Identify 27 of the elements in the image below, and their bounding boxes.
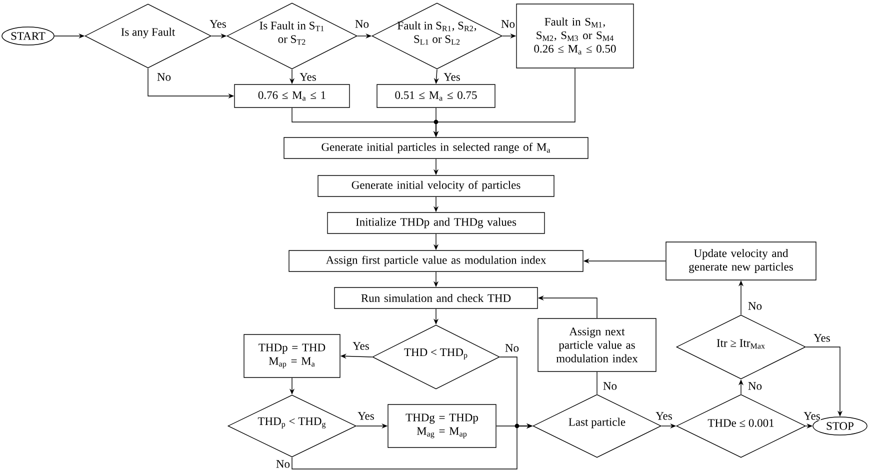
terminal-oval: START (2, 26, 54, 46)
process-box: THDp = THD M$_{ap}$ = M$_{a}$ (244, 334, 340, 378)
process-box: 0.51 ≤ M$_{a}$ ≤ 0.75 (376, 84, 496, 108)
process-box: Assign first particle value as modulation index (288, 250, 584, 272)
edge-label: No (504, 344, 520, 352)
process-box: Generate initial particles in selected range of M$_{a}$ (284, 137, 588, 159)
edge-label: Yes (299, 72, 317, 82)
edge-label: Yes (209, 20, 227, 28)
process-box: Initialize THDp and THDg values (327, 212, 545, 234)
edge-label: No (275, 460, 291, 468)
edge-label: Yes (443, 72, 461, 82)
edge-label: No (747, 382, 763, 390)
edge-label: Yes (803, 412, 821, 420)
edge-label: No (602, 382, 618, 390)
edge-label: Yes (813, 334, 831, 342)
process-box: Assign next particle value as modulation index (538, 318, 656, 372)
edge-label: Yes (352, 342, 370, 350)
process-box: THDg = THDp M$_{ag}$ = M$_{ap}$ (388, 404, 496, 448)
process-box: Run simulation and check THD (334, 287, 538, 309)
edge-label: No (156, 72, 172, 82)
process-box: Fault in S$_{M1}$, S$_{M2}$, S$_{M3}$ or S$_{M4}$ 0.26 ≤ M$_{a}$ ≤ 0.50 (516, 4, 634, 68)
process-box: Generate initial velocity of particles (318, 175, 554, 197)
edge-label: No (500, 20, 516, 28)
process-box: Update velocity and generate new particles (666, 242, 816, 280)
edge-label: Yes (357, 412, 375, 420)
edge-label: No (747, 302, 763, 310)
process-box: 0.76 ≤ M$_{a}$ ≤ 1 (234, 84, 350, 108)
